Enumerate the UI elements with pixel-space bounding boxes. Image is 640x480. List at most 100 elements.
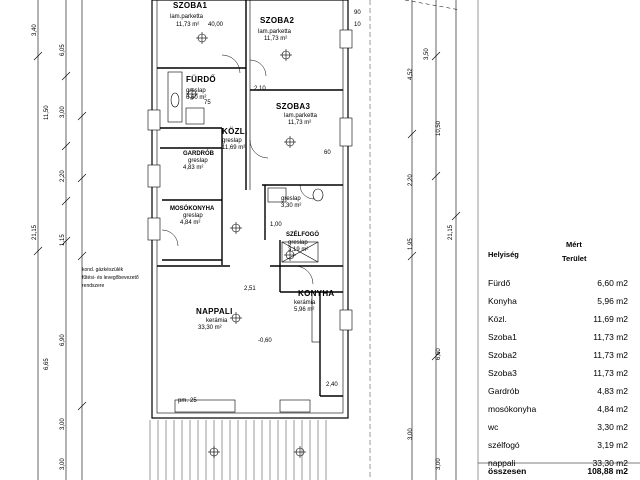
ceiling-label: 40,00 [208, 22, 224, 28]
row-name: Szoba1 [488, 332, 517, 342]
room-area-szelfogo: 3,19 m² [288, 247, 309, 253]
boiler-note-1: kond. gázkészülék [82, 267, 124, 273]
room-name-mosokonyha: MOSÓKONYHA [170, 206, 215, 212]
windows [147, 29, 353, 413]
row-name: wc [488, 422, 499, 432]
small-label-90: 90 [354, 10, 361, 16]
row-area: 11,69 m2 [593, 314, 628, 324]
table-row: wc 3,30 m2 [488, 418, 628, 436]
table-row: Szoba3 11,73 m2 [488, 364, 628, 382]
dim-left-3: 3,00 [60, 106, 66, 118]
room-area-konyha: 5,96 m² [294, 307, 315, 313]
row-name: szélfogó [488, 440, 520, 450]
room-area-wc: 3,30 m² [281, 203, 302, 209]
dim-right-3: 2,20 [408, 174, 414, 186]
row-name: mosókonyha [488, 404, 537, 414]
dim-left-6: 21,15 [32, 224, 38, 240]
room-name-furdo: FÜRDŐ [186, 75, 216, 84]
small-label-2-51: 2,51 [244, 286, 256, 292]
room-area-nappali: 33,30 m² [198, 325, 222, 331]
small-label-25: 25 [190, 398, 197, 404]
dim-right-1: 4,52 [408, 68, 414, 80]
row-area: 4,83 m2 [597, 386, 628, 396]
room-area-kozl: 11,69 m² [222, 145, 246, 151]
room-floor-szoba1: lam.parketta [170, 14, 204, 20]
table-header-area: Terület [562, 254, 587, 263]
fixtures [167, 71, 324, 343]
room-name-gardrob: GARDRÓB [183, 151, 214, 157]
room-floor-nappali: kerámia [206, 318, 228, 324]
small-label-1-00: 1,00 [270, 222, 282, 228]
room-name-kozl: KÖZL. [222, 127, 248, 136]
dim-left-0: 3,40 [32, 24, 38, 36]
table-row: Konyha 5,96 m2 [488, 292, 628, 310]
row-name: Gardrób [488, 386, 520, 396]
room-area-szoba3: 11,73 m² [288, 120, 312, 126]
room-floor-szoba3: lam.parketta [284, 113, 318, 119]
room-name-szelfogo: SZÉLFOGÓ [286, 232, 319, 238]
dim-left-1: 6,05 [60, 44, 66, 56]
dim-left-8: 6,90 [60, 334, 66, 346]
row-name: Szoba2 [488, 350, 517, 360]
small-label-2-10: 2,10 [254, 86, 266, 92]
room-area-szoba2: 11,73 m² [264, 36, 288, 42]
left-dimension-lines [33, 0, 87, 480]
table-row: szélfogó 3,19 m2 [488, 436, 628, 454]
door-swings [161, 54, 315, 285]
dim-left-10: 3,00 [60, 458, 66, 470]
row-area: 5,96 m2 [597, 296, 628, 306]
dim-right-7: 3,00 [408, 428, 414, 440]
row-name: Szoba3 [488, 368, 517, 378]
interior-walls [157, 0, 343, 397]
table-row: Fürdő 6,60 m2 [488, 274, 628, 292]
room-area-szoba1: 11,73 m² [176, 22, 200, 28]
room-name-szoba1: SZOBA1 [173, 1, 208, 10]
dim-left-2: 11,50 [44, 105, 50, 120]
row-area: 3,19 m2 [597, 440, 628, 450]
room-floor-kozl: greslap [222, 138, 242, 144]
dim-right-0: 3,50 [424, 48, 430, 60]
room-area-mosokonyha: 4,84 m² [180, 220, 201, 226]
row-area: 6,60 m2 [597, 278, 628, 288]
ceiling-light-markers [186, 32, 306, 458]
row-area: 33,30 m2 [592, 458, 628, 468]
small-label-10: 10 [354, 22, 361, 28]
room-floor-konyha: kerámia [294, 300, 316, 306]
small-label-2-40: 2,40 [326, 382, 338, 388]
terrace-hatching [149, 420, 327, 480]
dim-right-2: 10,50 [436, 120, 442, 136]
right-dimension-lines [407, 0, 461, 480]
row-area: 4,84 m2 [597, 404, 628, 414]
row-name: Konyha [488, 296, 517, 306]
row-name: Fürdő [488, 278, 511, 288]
room-floor-furdo: greslap [186, 88, 206, 94]
room-name-nappali: NAPPALI [196, 307, 233, 316]
table-row: nappali 33,30 m2 [488, 454, 628, 472]
table-row: Szoba2 11,73 m2 [488, 346, 628, 364]
row-area: 11,73 m2 [593, 332, 628, 342]
dim-left-4: 2,20 [60, 170, 66, 182]
row-area: 3,30 m2 [597, 422, 628, 432]
room-area-furdo: 6,60 m² [186, 95, 207, 101]
small-label-75: 75 [204, 100, 211, 106]
table-header-room: Helyiség [488, 250, 519, 259]
room-name-szoba2: SZOBA2 [260, 16, 295, 25]
total-name: összesen [488, 466, 527, 476]
row-area: 11,73 m2 [593, 350, 628, 360]
table-row: Gardrób 4,83 m2 [488, 382, 628, 400]
dim-left-7: 6,65 [44, 358, 50, 370]
dim-right-5: 21,15 [448, 224, 454, 240]
level-label: -0,60 [258, 338, 272, 344]
room-floor-mosokonyha: greslap [183, 213, 203, 219]
table-row: Szoba1 11,73 m2 [488, 328, 628, 346]
dim-right-6: 6,60 [436, 348, 442, 360]
row-name: nappali [488, 458, 516, 468]
room-floor-gardrob: greslap [188, 158, 208, 164]
boiler-note-2: fűtési- és levegőbevezető [82, 275, 139, 281]
small-label-pm: pm. [178, 398, 189, 404]
room-name-konyha: KONYHA [298, 289, 335, 298]
row-area: 11,73 m2 [593, 368, 628, 378]
